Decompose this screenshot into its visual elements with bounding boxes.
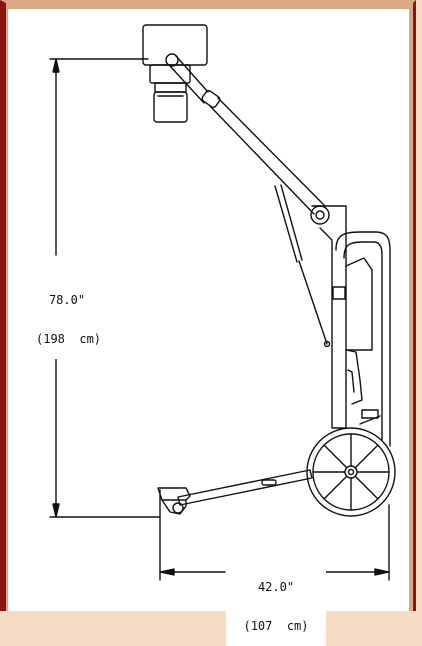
rear-wheel — [306, 427, 396, 517]
height-label: 78.0" (198 cm) — [36, 268, 102, 359]
gas-spring — [274, 184, 331, 348]
length-metric: (107 cm) — [243, 619, 309, 633]
column-body — [311, 205, 391, 447]
height-metric: (198 cm) — [36, 332, 102, 346]
articulating-arm — [169, 55, 330, 225]
length-imperial: 42.0" — [257, 580, 295, 594]
height-imperial: 78.0" — [48, 293, 86, 307]
length-dimension — [159, 489, 390, 581]
length-label: 42.0" (107 cm) — [226, 555, 326, 646]
tube-head — [142, 24, 208, 123]
base-leg — [157, 469, 313, 515]
